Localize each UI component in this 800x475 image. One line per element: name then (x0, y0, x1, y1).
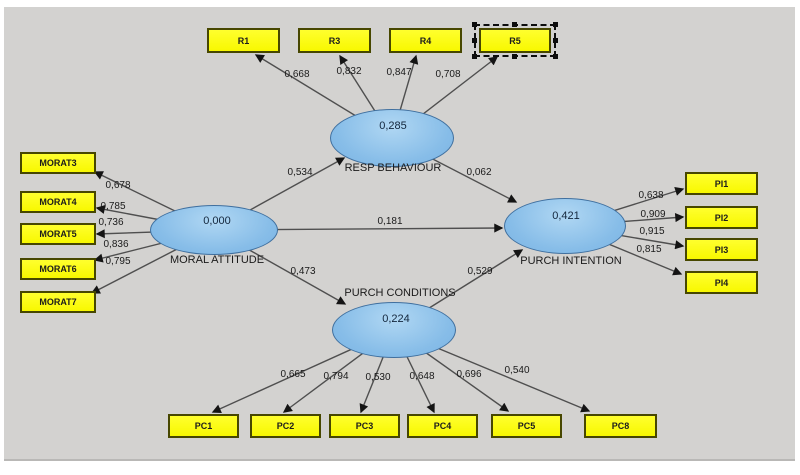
selection-handle[interactable] (512, 54, 517, 59)
indicator-box-pc5[interactable]: PC5 (491, 414, 562, 438)
loading-label-pi2: 0,909 (640, 209, 666, 220)
loading-label-pc4: 0,648 (409, 371, 435, 382)
loading-label-morat5: 0,736 (98, 217, 124, 228)
loading-label-pi3: 0,915 (639, 226, 665, 237)
latent-r2-purch-intention: 0,421 (552, 210, 580, 222)
indicator-box-morat4[interactable]: MORAT4 (20, 191, 96, 213)
loading-label-pc1: 0,665 (280, 369, 306, 380)
latent-label-moral-attitude: MORAL ATTITUDE (169, 254, 265, 266)
latent-r2-moral-attitude: 0,000 (203, 215, 231, 227)
latent-label-purch-conditions: PURCH CONDITIONS (344, 287, 456, 299)
indicator-box-pc8[interactable]: PC8 (584, 414, 657, 438)
indicator-box-pi4[interactable]: PI4 (685, 271, 758, 294)
selection-frame-r5[interactable] (472, 22, 558, 59)
selection-handle[interactable] (553, 37, 558, 43)
indicator-box-pi2[interactable]: PI2 (685, 206, 758, 229)
selection-handle[interactable] (553, 54, 558, 59)
loading-label-pc2: 0,794 (323, 371, 349, 382)
loading-label-r4: 0,847 (386, 67, 412, 78)
path-coef-moral-to-resp: 0,534 (287, 167, 313, 178)
indicator-box-morat5[interactable]: MORAT5 (20, 223, 96, 245)
loading-label-morat3: 0,678 (105, 180, 131, 191)
model-canvas[interactable] (4, 7, 795, 461)
latent-r2-purch-conditions: 0,224 (382, 313, 410, 325)
loading-label-r1: 0,668 (284, 69, 310, 80)
path-coef-purchcond-to-purchint: 0,529 (467, 266, 493, 277)
latent-label-purch-intention: PURCH INTENTION (520, 255, 622, 267)
latent-label-resp-behaviour: RESP BEHAVIOUR (344, 162, 442, 174)
path-coef-moral-to-purchcond: 0,473 (290, 266, 316, 277)
loading-label-r5: 0,708 (435, 69, 461, 80)
loading-label-morat6: 0,836 (103, 239, 129, 250)
loading-label-pc3: 0,530 (365, 372, 391, 383)
loading-label-morat4: 0,785 (100, 201, 126, 212)
indicator-box-r1[interactable]: R1 (207, 28, 280, 53)
indicator-box-pc4[interactable]: PC4 (407, 414, 478, 438)
indicator-box-pi1[interactable]: PI1 (685, 172, 758, 195)
selection-handle[interactable] (472, 37, 477, 43)
selection-handle[interactable] (472, 22, 477, 27)
latent-ellipse-resp-behaviour[interactable] (330, 109, 454, 167)
indicator-box-r3[interactable]: R3 (298, 28, 371, 53)
loading-label-pi4: 0,815 (636, 244, 662, 255)
latent-ellipse-purch-intention[interactable] (504, 198, 626, 254)
indicator-box-r4[interactable]: R4 (389, 28, 462, 53)
latent-ellipse-moral-attitude[interactable] (150, 205, 278, 255)
path-coef-moral-to-purchint: 0,181 (377, 216, 403, 227)
selection-handle[interactable] (512, 22, 517, 27)
loading-label-pc5: 0,696 (456, 369, 482, 380)
selection-handle[interactable] (553, 22, 558, 27)
path-coef-resp-to-purchint: 0,062 (466, 167, 492, 178)
latent-ellipse-purch-conditions[interactable] (332, 302, 456, 358)
loading-label-r3: 0,832 (336, 66, 362, 77)
indicator-box-morat6[interactable]: MORAT6 (20, 258, 96, 280)
loading-label-pi1: 0,638 (638, 190, 664, 201)
indicator-box-pc1[interactable]: PC1 (168, 414, 239, 438)
indicator-box-morat3[interactable]: MORAT3 (20, 152, 96, 174)
latent-r2-resp-behaviour: 0,285 (379, 120, 407, 132)
selection-handle[interactable] (472, 54, 477, 59)
indicator-box-r5[interactable]: R5 (479, 28, 551, 53)
indicator-box-pc2[interactable]: PC2 (250, 414, 321, 438)
indicator-box-pi3[interactable]: PI3 (685, 238, 758, 261)
indicator-box-morat7[interactable]: MORAT7 (20, 291, 96, 313)
indicator-box-pc3[interactable]: PC3 (329, 414, 400, 438)
loading-label-pc8: 0,540 (504, 365, 530, 376)
loading-label-morat7: 0,795 (105, 256, 131, 267)
